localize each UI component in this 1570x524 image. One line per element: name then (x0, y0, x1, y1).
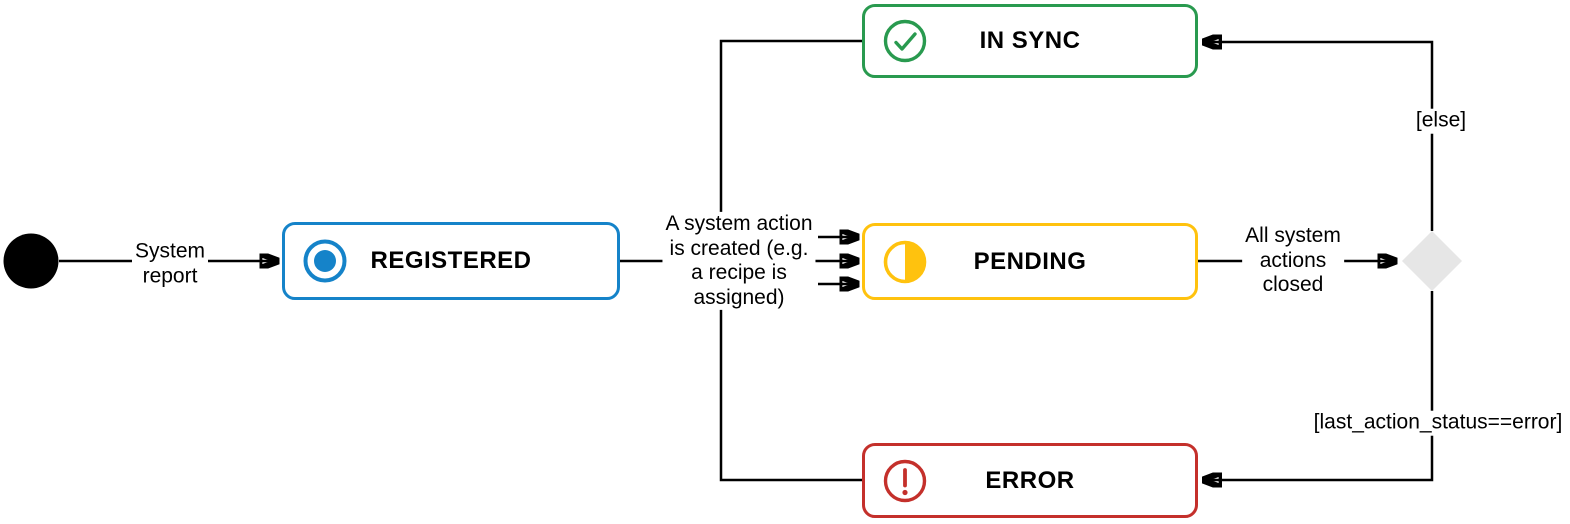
state-pending[interactable]: PENDING (862, 223, 1198, 300)
edge-decision-to-error (1203, 291, 1434, 480)
dot-circle-icon (302, 238, 348, 284)
half-circle-icon (882, 239, 928, 285)
state-in-sync[interactable]: IN SYNC (862, 4, 1198, 78)
state-pending-label: PENDING (973, 247, 1087, 275)
exclamation-circle-icon (882, 458, 928, 504)
decision-diamond[interactable] (1402, 231, 1462, 291)
state-registered-label: REGISTERED (370, 247, 532, 274)
check-circle-icon (882, 18, 928, 64)
state-error[interactable]: ERROR (862, 443, 1198, 518)
state-error-label: ERROR (985, 466, 1075, 494)
state-in-sync-label: IN SYNC (979, 27, 1081, 54)
edge-label-error-guard: [last_action_status==error] (1310, 410, 1566, 436)
state-registered[interactable]: REGISTERED (282, 222, 620, 300)
edge-label-else-guard: [else] (1412, 108, 1470, 134)
initial-state-node[interactable] (3, 233, 59, 289)
edge-label-all-actions-closed: All system actions closed (1242, 224, 1344, 298)
edge-label-action-created: A system action is created (e.g. a recip… (662, 211, 816, 311)
edge-label-system-report: System report (131, 239, 209, 289)
edge-decision-to-insync (1203, 42, 1434, 231)
